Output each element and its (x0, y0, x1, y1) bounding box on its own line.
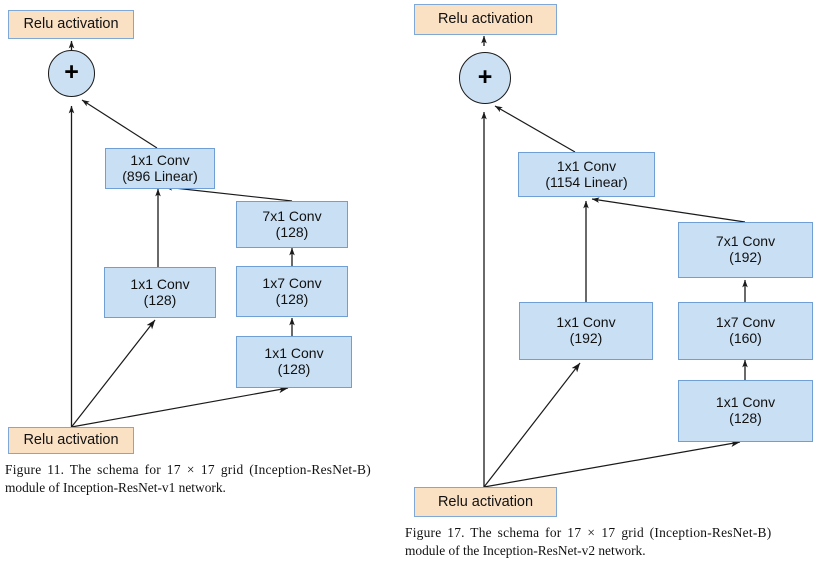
left-conv-1x7-line1: 1x7 Conv (262, 274, 322, 291)
left-caption-line1-a: Figure 11. The schema for (5, 462, 167, 477)
right-linear-conv-node[interactable]: 1x1 Conv (1154 Linear) (518, 152, 655, 197)
right-output-relu-node[interactable]: Relu activation (414, 4, 557, 35)
right-linear-conv-line1: 1x1 Conv (556, 157, 617, 174)
left-conv-1x1-branch-node[interactable]: 1x1 Conv (128) (236, 336, 352, 388)
right-output-relu-label: Relu activation (437, 11, 534, 28)
left-conv-1x7-line2: (128) (275, 290, 309, 307)
left-conv-1x7-node[interactable]: 1x7 Conv (128) (236, 266, 348, 317)
edge-input-relu-to-conv1x1mid (71, 319, 156, 428)
right-linear-conv-line2: (1154 Linear) (545, 173, 628, 190)
right-caption-line1-a: Figure 17. The schema for (405, 525, 568, 540)
right-input-relu-node[interactable]: Relu activation (414, 487, 557, 517)
left-linear-conv-node[interactable]: 1x1 Conv (896 Linear) (105, 148, 215, 189)
right-conv-1x1-branch-node[interactable]: 1x1 Conv (128) (678, 380, 813, 442)
left-conv-7x1-node[interactable]: 7x1 Conv (128) (236, 201, 348, 248)
right-conv-1x1-mid-line1: 1x1 Conv (556, 314, 616, 331)
right-conv-1x7-line2: (160) (729, 330, 762, 346)
right-conv-7x1-line1: 7x1 Conv (715, 233, 776, 250)
left-conv-1x1-mid-node[interactable]: 1x1 Conv (128) (104, 267, 216, 318)
right-conv-1x1-mid-node[interactable]: 1x1 Conv (192) (519, 302, 653, 360)
right-residual-sum-node[interactable]: + (459, 52, 511, 104)
right-conv-1x1-branch-line1: 1x1 Conv (715, 394, 776, 411)
edge-linear-conv-to-sum-right (494, 105, 576, 153)
right-conv-1x7-line1: 1x7 Conv (715, 314, 776, 331)
right-caption-line2: module of the Inception-ResNet-v2 networ… (405, 542, 646, 558)
left-caption-line2: module of Inception-ResNet-v1 network. (5, 479, 226, 495)
right-conv-1x1-mid-line2: (192) (569, 330, 603, 346)
right-conv-7x1-line2: (192) (729, 249, 762, 265)
left-conv-7x1-line1: 7x1 Conv (262, 207, 322, 224)
left-output-relu-label: Relu activation (23, 16, 119, 33)
edge-input-relu-to-conv1x1branch-right (483, 440, 741, 488)
left-conv-1x1-mid-line2: (128) (143, 291, 177, 308)
left-linear-conv-line1: 1x1 Conv (130, 151, 190, 168)
right-caption-line1-b: grid (Inception-ResNet-B) (615, 525, 772, 540)
edge-conv7x1-to-linear-conv (164, 185, 293, 202)
edge-input-relu-to-conv1x1mid-right (483, 362, 581, 488)
left-figure-caption: Figure 11. The schema for 17 × 17 grid (… (5, 461, 395, 496)
left-input-relu-label: Relu activation (23, 432, 119, 449)
plus-icon-right: + (477, 62, 493, 91)
right-conv-1x7-node[interactable]: 1x7 Conv (160) (678, 302, 813, 360)
edge-linear-conv-to-sum (81, 99, 158, 149)
edge-input-relu-to-conv1x1branch (71, 386, 289, 428)
left-output-relu-node[interactable]: Relu activation (8, 10, 134, 39)
right-conv-7x1-node[interactable]: 7x1 Conv (192) (678, 222, 813, 278)
right-caption-grid: 17 × 17 (567, 525, 616, 540)
left-residual-sum-node[interactable]: + (48, 50, 95, 97)
left-conv-1x1-branch-line1: 1x1 Conv (264, 345, 324, 362)
right-conv-1x1-branch-line2: (128) (729, 410, 762, 426)
left-caption-line1-b: grid (Inception-ResNet-B) (215, 462, 371, 477)
right-input-relu-label: Relu activation (437, 493, 534, 510)
edge-conv7x1-to-linear-conv-right (591, 197, 746, 223)
left-caption-grid: 17 × 17 (166, 462, 216, 477)
left-conv-7x1-line2: (128) (275, 223, 309, 240)
plus-icon: + (64, 58, 79, 86)
left-linear-conv-line2: (896 Linear) (122, 167, 198, 184)
left-conv-1x1-mid-line1: 1x1 Conv (130, 275, 190, 292)
left-input-relu-node[interactable]: Relu activation (8, 427, 134, 454)
right-figure-caption: Figure 17. The schema for 17 × 17 grid (… (405, 524, 817, 559)
left-conv-1x1-branch-line2: (128) (277, 361, 311, 377)
